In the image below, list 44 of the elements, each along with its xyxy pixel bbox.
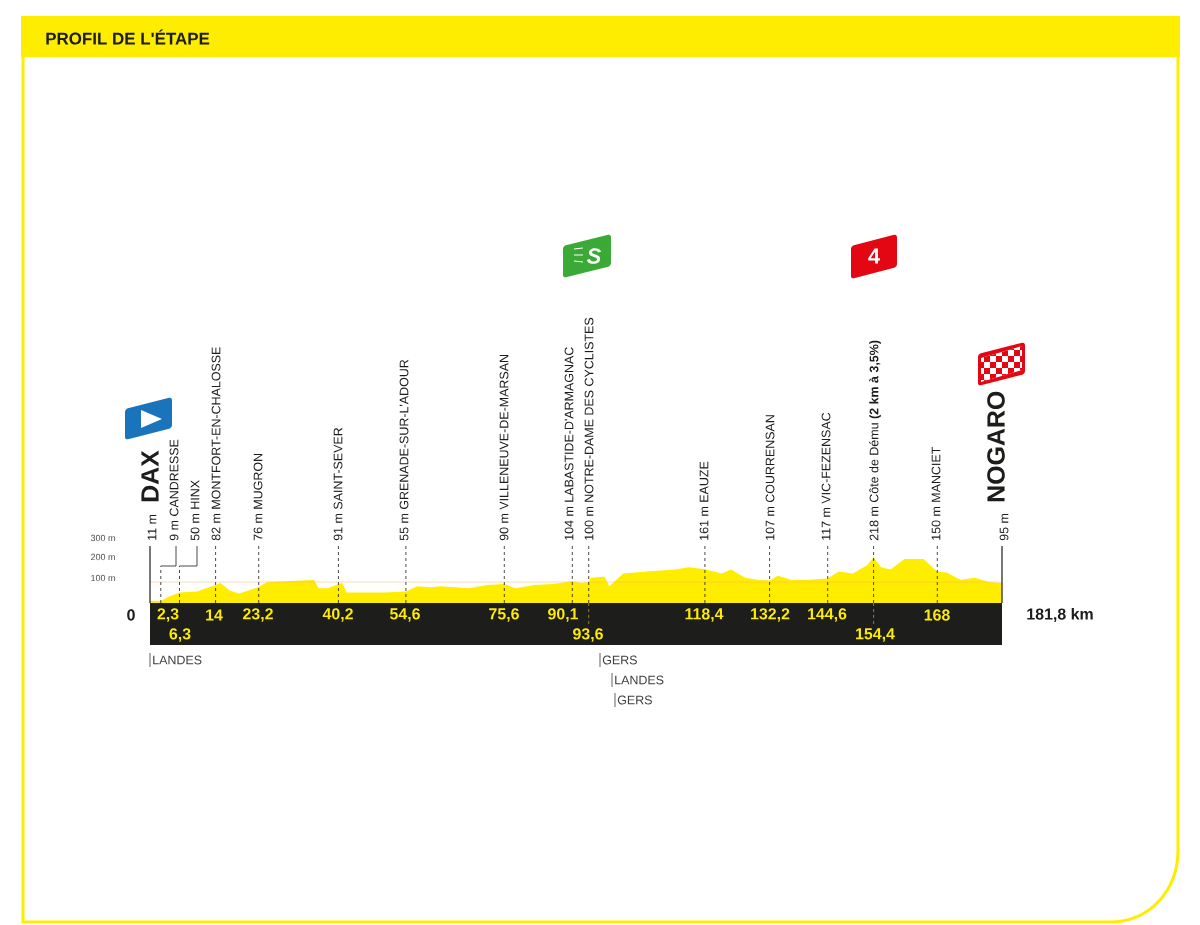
header-bar: PROFIL DE L'ÉTAPE (21, 16, 1180, 57)
place-label: 9 m CANDRESSE (169, 439, 179, 541)
distance-label: 2,3 (157, 608, 179, 622)
place-label: 100 m NOTRE-DAME DES CYCLISTES (584, 317, 594, 540)
place-label: 82 m MONTFORT-EN-CHALOSSE (211, 347, 221, 541)
elevation-label: 300 m (90, 534, 115, 542)
distance-label: 93,6 (573, 628, 603, 642)
sprint-flag: S (563, 234, 611, 278)
place-label: 150 m MANCIET (931, 447, 941, 540)
town-name: DAX (141, 450, 159, 502)
department-label: GERS (599, 652, 637, 668)
place-label: 91 m SAINT-SEVER (333, 427, 343, 541)
place-label: 90 m VILLENEUVE-DE-MARSAN (499, 355, 509, 541)
place-label: 95 m (999, 513, 1009, 541)
elevation-label: 200 m (91, 553, 115, 561)
place-label: 55 m GRENADE-SUR-L'ADOUR (399, 359, 409, 541)
department-label: LANDES (149, 652, 202, 668)
climb-flag: 4 (851, 234, 897, 279)
distance-label: 14 (206, 609, 223, 621)
distance-label: 40,2 (322, 608, 353, 622)
distance-label: 181,8 km (1027, 608, 1093, 622)
distance-label: 90,1 (548, 608, 579, 622)
place-label: 76 m MUGRON (253, 453, 263, 541)
place-label: 218 m Côte de Dému (2 km à 3,5%) (869, 340, 881, 541)
department-label: GERS (614, 692, 652, 708)
distance-label: 75,6 (489, 608, 519, 622)
place-label: 11 m (147, 514, 157, 540)
distance-label: 23,2 (243, 608, 273, 622)
place-label: 117 m VIC-FEZENSAC (821, 412, 831, 540)
distance-label: 54,6 (390, 608, 420, 622)
department-label: LANDES (611, 672, 664, 688)
distance-label: 154,4 (856, 628, 895, 642)
place-label: 161 m EAUZE (699, 461, 709, 540)
distance-label: 144,6 (808, 608, 847, 622)
distance-label: 168 (924, 609, 950, 621)
elevation-label: 100 m (91, 574, 115, 582)
distance-label: 118,4 (685, 608, 724, 622)
distance-label: 0 (127, 609, 135, 621)
place-label: 107 m COURRENSAN (765, 415, 775, 540)
distance-label: 132,2 (751, 608, 790, 622)
place-label: 104 m LABASTIDE-D'ARMAGNAC (564, 347, 574, 540)
place-label: 50 m HINX (190, 480, 200, 541)
town-name: NOGARO (987, 391, 1005, 502)
distance-label: 6,3 (169, 628, 191, 642)
